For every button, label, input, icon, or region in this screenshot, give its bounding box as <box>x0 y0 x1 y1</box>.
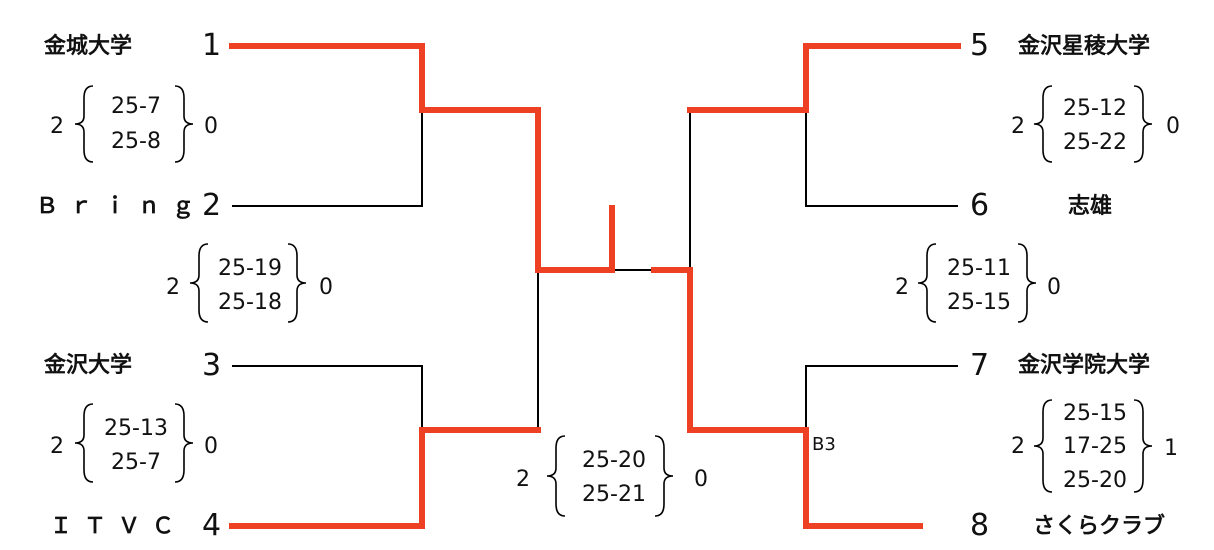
seed-6: 6 <box>970 188 990 223</box>
final-right-brace <box>654 435 674 517</box>
match-2-left-brace <box>74 403 94 483</box>
match-3-left-brace <box>1033 85 1053 163</box>
match-3-set-score: 25-12 <box>1063 96 1127 121</box>
bracket-line-semi-left <box>537 269 612 430</box>
bracket-line-team-2 <box>232 110 423 207</box>
seed-8: 8 <box>970 508 990 543</box>
match-1-right-sets: 0 <box>204 114 218 139</box>
match-3-left-sets: 2 <box>1011 114 1025 139</box>
match-1-right-brace <box>174 85 194 163</box>
team-name-7: 金沢学院大学 <box>1018 353 1151 378</box>
match-4-set-score: 25-15 <box>1063 401 1127 426</box>
match-4-left-brace <box>1033 399 1053 493</box>
final-left-brace <box>546 435 566 517</box>
match-1-left-sets: 2 <box>50 114 64 139</box>
seed-4: 4 <box>202 508 222 543</box>
final-set-score: 25-20 <box>582 448 646 473</box>
match-4-right-sets: 1 <box>1164 436 1178 461</box>
team-name-6: 志雄 <box>1068 194 1113 219</box>
semi-right-left-sets: 2 <box>895 275 909 300</box>
team-name-5: 金沢星稜大学 <box>1018 34 1151 59</box>
final-left-sets: 2 <box>516 467 530 492</box>
semi-right-right-sets: 0 <box>1047 275 1061 300</box>
seed-5: 5 <box>970 28 990 63</box>
seed-1: 1 <box>202 28 222 63</box>
semi-left-right-brace <box>287 243 307 323</box>
match-4-set-score: 25-20 <box>1063 468 1127 493</box>
seed-3: 3 <box>202 348 222 383</box>
match-1-left-brace <box>74 85 94 163</box>
winner-line-team-4 <box>229 427 541 529</box>
winner-line-team-1 <box>229 43 615 273</box>
match-2-set-score: 25-7 <box>111 450 161 475</box>
b3-annotation: B3 <box>812 434 836 455</box>
semi-left-set-score: 25-19 <box>218 256 282 281</box>
final-set-score: 25-21 <box>582 482 646 507</box>
bracket-line-team-6 <box>805 110 958 207</box>
team-name-3: 金沢大学 <box>44 353 133 378</box>
semi-right-right-brace <box>1017 243 1037 323</box>
match-2-set-score: 25-13 <box>104 416 168 441</box>
seed-7: 7 <box>970 348 990 383</box>
match-2-right-sets: 0 <box>204 434 218 459</box>
match-3-right-brace <box>1133 85 1153 163</box>
semi-right-set-score: 25-11 <box>947 256 1011 281</box>
match-3-right-sets: 0 <box>1166 114 1180 139</box>
semi-left-left-brace <box>189 243 209 323</box>
match-2-right-brace <box>174 403 194 483</box>
seed-2: 2 <box>202 188 222 223</box>
match-4-right-brace <box>1133 399 1153 493</box>
team-name-4: ＩＴＶＣ <box>50 514 187 539</box>
semi-left-right-sets: 0 <box>319 275 333 300</box>
team-name-2: Ｂｒｉｎｇ <box>36 194 207 219</box>
semi-left-set-score: 25-18 <box>218 290 282 315</box>
match-3-set-score: 25-22 <box>1063 130 1127 155</box>
match-4-set-score: 17-25 <box>1063 434 1127 459</box>
bracket-line-team-3 <box>232 365 423 430</box>
team-name-8: さくらクラブ <box>1033 514 1166 539</box>
bracket-line-team-7 <box>805 365 958 430</box>
final-right-sets: 0 <box>694 467 708 492</box>
semi-right-left-brace <box>917 243 937 323</box>
team-name-1: 金城大学 <box>44 34 133 59</box>
winner-line-team-5 <box>687 43 961 113</box>
match-2-left-sets: 2 <box>50 434 64 459</box>
semi-left-left-sets: 2 <box>166 275 180 300</box>
winner-line-team-8 <box>651 267 923 529</box>
match-4-left-sets: 2 <box>1011 434 1025 459</box>
match-1-set-score: 25-8 <box>111 129 161 154</box>
match-1-set-score: 25-7 <box>111 94 161 119</box>
semi-right-set-score: 25-15 <box>947 290 1011 315</box>
